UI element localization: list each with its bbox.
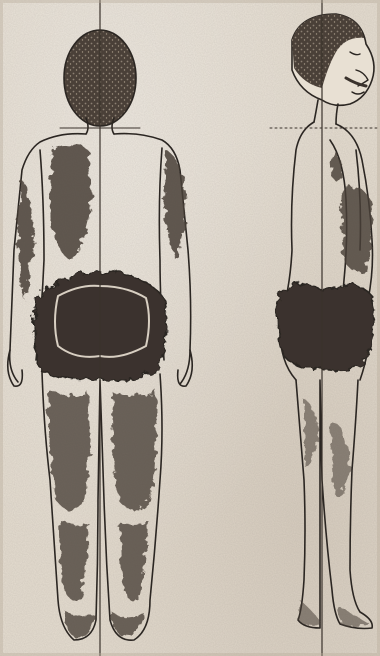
- side-hip-region: [278, 284, 373, 370]
